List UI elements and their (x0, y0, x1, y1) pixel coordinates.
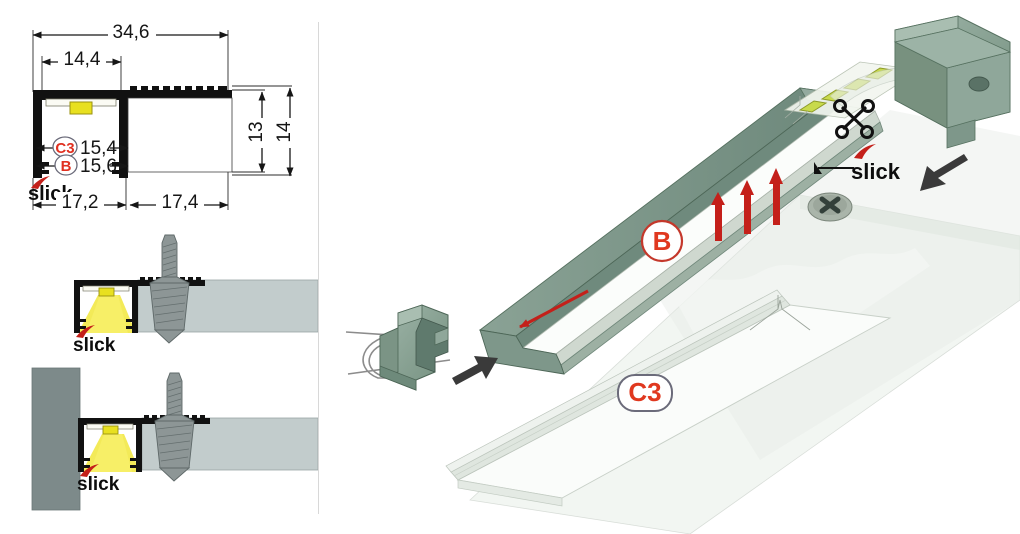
cross-section-panel: 34,6 14,4 (0, 0, 318, 230)
mounting-screw (154, 372, 195, 482)
assembly-panel: C3 (330, 0, 1020, 534)
balloon-b-label: B (61, 158, 72, 175)
profile-press-arrow-1 (711, 192, 725, 241)
profile-press-arrows (711, 168, 783, 241)
dimension-inner-width: 14,4 (41, 49, 122, 70)
led-chip-icon (69, 101, 93, 115)
diffuser-cover-c3 (445, 289, 892, 507)
balloon-b-group: B 15,6 (35, 154, 129, 177)
dimension-value-opening-c3: 15,4 (80, 138, 117, 159)
scissors-icon (833, 99, 875, 139)
balloon-b-group: B (640, 219, 684, 263)
profile-press-arrow-3 (769, 168, 783, 225)
light-cone-inner (86, 295, 128, 333)
flange-serration (130, 86, 227, 91)
balloon-b-outline (640, 219, 684, 263)
slick-swoosh-icon (854, 144, 876, 159)
led-strip (86, 423, 134, 435)
dimension-flange-width: 17,4 (129, 192, 229, 213)
panel-divider (318, 22, 319, 514)
wire-endcap-insert-arrow (452, 356, 498, 385)
mounting-screw (149, 234, 190, 344)
dimension-value-overall-width: 34,6 (113, 22, 150, 43)
screw-head-icon (807, 192, 853, 222)
balloon-c3-group: C3 15,4 (35, 136, 129, 159)
profile-press-arrow-2 (740, 180, 754, 234)
detail-flush-mount-drawing: slick (73, 234, 319, 356)
leader-arrow-icon (814, 162, 822, 174)
dimension-value-overall-height: 14 (274, 121, 295, 143)
end-cap (893, 15, 1012, 149)
wall-block (31, 367, 81, 511)
dimension-value-inner-width: 14,4 (64, 49, 101, 70)
detail-wall-mount-drawing: slick (31, 367, 319, 511)
dimension-value-flange-width: 17,4 (162, 192, 199, 213)
detail-flush-mount-panel: slick (50, 225, 319, 365)
profile-section-body (33, 86, 233, 178)
slick-wordmark: slick (851, 159, 901, 184)
balloon-b-label: B (653, 226, 672, 256)
light-cone-inner (90, 434, 132, 472)
profile-channel-rails (784, 96, 809, 125)
dimension-value-opening-b: 15,6 (80, 156, 117, 177)
slick-swoosh-icon (76, 325, 95, 338)
dimension-overall-width: 34,6 (32, 22, 229, 43)
dimension-inner-depth: 13 (246, 91, 272, 173)
dimension-channel-width: 17,2 (32, 192, 127, 213)
dimension-value-inner-depth: 13 (246, 121, 267, 142)
endcap-insert-arrow (920, 154, 968, 191)
detail-wall-mount-panel: slick (18, 360, 319, 511)
slick-swoosh-icon (31, 176, 50, 189)
aluminium-profile (478, 87, 884, 375)
slick-swoosh-icon (80, 464, 99, 477)
led-chip-icon (102, 425, 119, 435)
cross-section-drawing: 34,6 14,4 (28, 22, 300, 213)
led-strip-section (45, 98, 117, 115)
balloon-b-outline (54, 154, 78, 176)
led-strip (82, 285, 130, 297)
balloon-c3-outline (617, 374, 673, 412)
led-strip (783, 61, 922, 119)
balloon-c3-group: C3 (617, 374, 673, 412)
panel-rail-clip (749, 295, 811, 331)
diffuser-slide-arrow (519, 289, 589, 329)
dimension-value-channel-width: 17,2 (62, 192, 99, 213)
assembly-drawing: C3 (345, 15, 1020, 534)
balloon-c3-label: C3 (55, 140, 74, 157)
dimension-overall-height: 14 (274, 87, 300, 177)
balloon-c3-label: C3 (628, 377, 661, 407)
slick-wordmark: slick (77, 474, 120, 495)
slick-logo-detail-wall: slick (77, 464, 120, 495)
slick-wordmark: slick (73, 335, 116, 356)
cable-hole (968, 76, 990, 92)
slick-logo-detail-flush: slick (73, 325, 116, 356)
slick-logo-assembly: slick (814, 144, 901, 184)
led-chip-icon (98, 287, 115, 297)
end-cap-with-wire (345, 304, 451, 391)
